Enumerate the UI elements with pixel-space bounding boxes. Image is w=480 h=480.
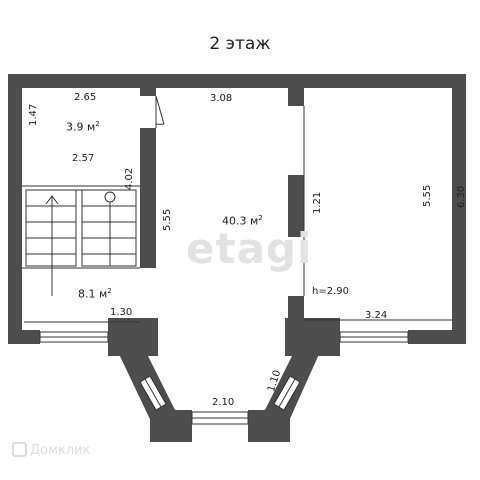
dim-2-57: 2.57 — [72, 153, 95, 164]
partition-right-top — [288, 88, 304, 106]
partition-right-middle — [288, 175, 304, 237]
bottom-wall-right — [408, 330, 466, 344]
dim-5-55-right: 5.55 — [422, 184, 433, 207]
dim-2-10: 2.10 — [212, 397, 235, 408]
ceiling-height: h=2.90 — [312, 286, 349, 297]
walls — [8, 74, 466, 442]
stair-arrow-head — [45, 195, 59, 205]
left-wall — [8, 74, 22, 344]
partition-wall-left — [140, 128, 156, 268]
door-swing — [155, 95, 165, 125]
watermark: etagi — [186, 224, 313, 273]
bay-wall-bottom-left — [150, 410, 192, 442]
dim-4-02: 4.02 — [124, 167, 135, 190]
bottom-wall-left — [8, 330, 40, 344]
bottom-wall-corner-right — [285, 318, 340, 356]
dim-1-47: 1.47 — [28, 103, 39, 126]
dim-1-30: 1.30 — [110, 307, 133, 318]
dim-2-65: 2.65 — [74, 92, 97, 103]
stair-flight-right — [81, 189, 137, 267]
brand-logo: Домклик — [30, 443, 91, 458]
top-wall — [8, 74, 466, 88]
area-main-hall: 40.3 м2 — [222, 214, 263, 228]
floor-title: 2 этаж — [209, 34, 271, 54]
partition-stub — [140, 88, 156, 96]
house-icon — [12, 442, 27, 457]
bay-wall-bottom-right — [248, 410, 290, 442]
partition-right-bottom — [288, 296, 304, 320]
area-stair-room: 8.1 м2 — [78, 287, 112, 301]
stair-flight-left — [25, 189, 77, 267]
thin-lines — [22, 95, 452, 323]
bottom-wall-corner-left — [108, 318, 158, 356]
dim-1-21: 1.21 — [312, 191, 323, 214]
dim-6-30: 6.30 — [456, 185, 467, 208]
staircase — [25, 189, 137, 296]
dim-3-24: 3.24 — [365, 310, 388, 321]
windows — [39, 331, 409, 425]
right-wall — [452, 74, 466, 344]
area-small-room: 3.9 м2 — [66, 120, 100, 134]
stair-start-marker — [104, 191, 116, 203]
dim-3-08: 3.08 — [210, 93, 233, 104]
dim-5-55-left: 5.55 — [162, 208, 173, 231]
